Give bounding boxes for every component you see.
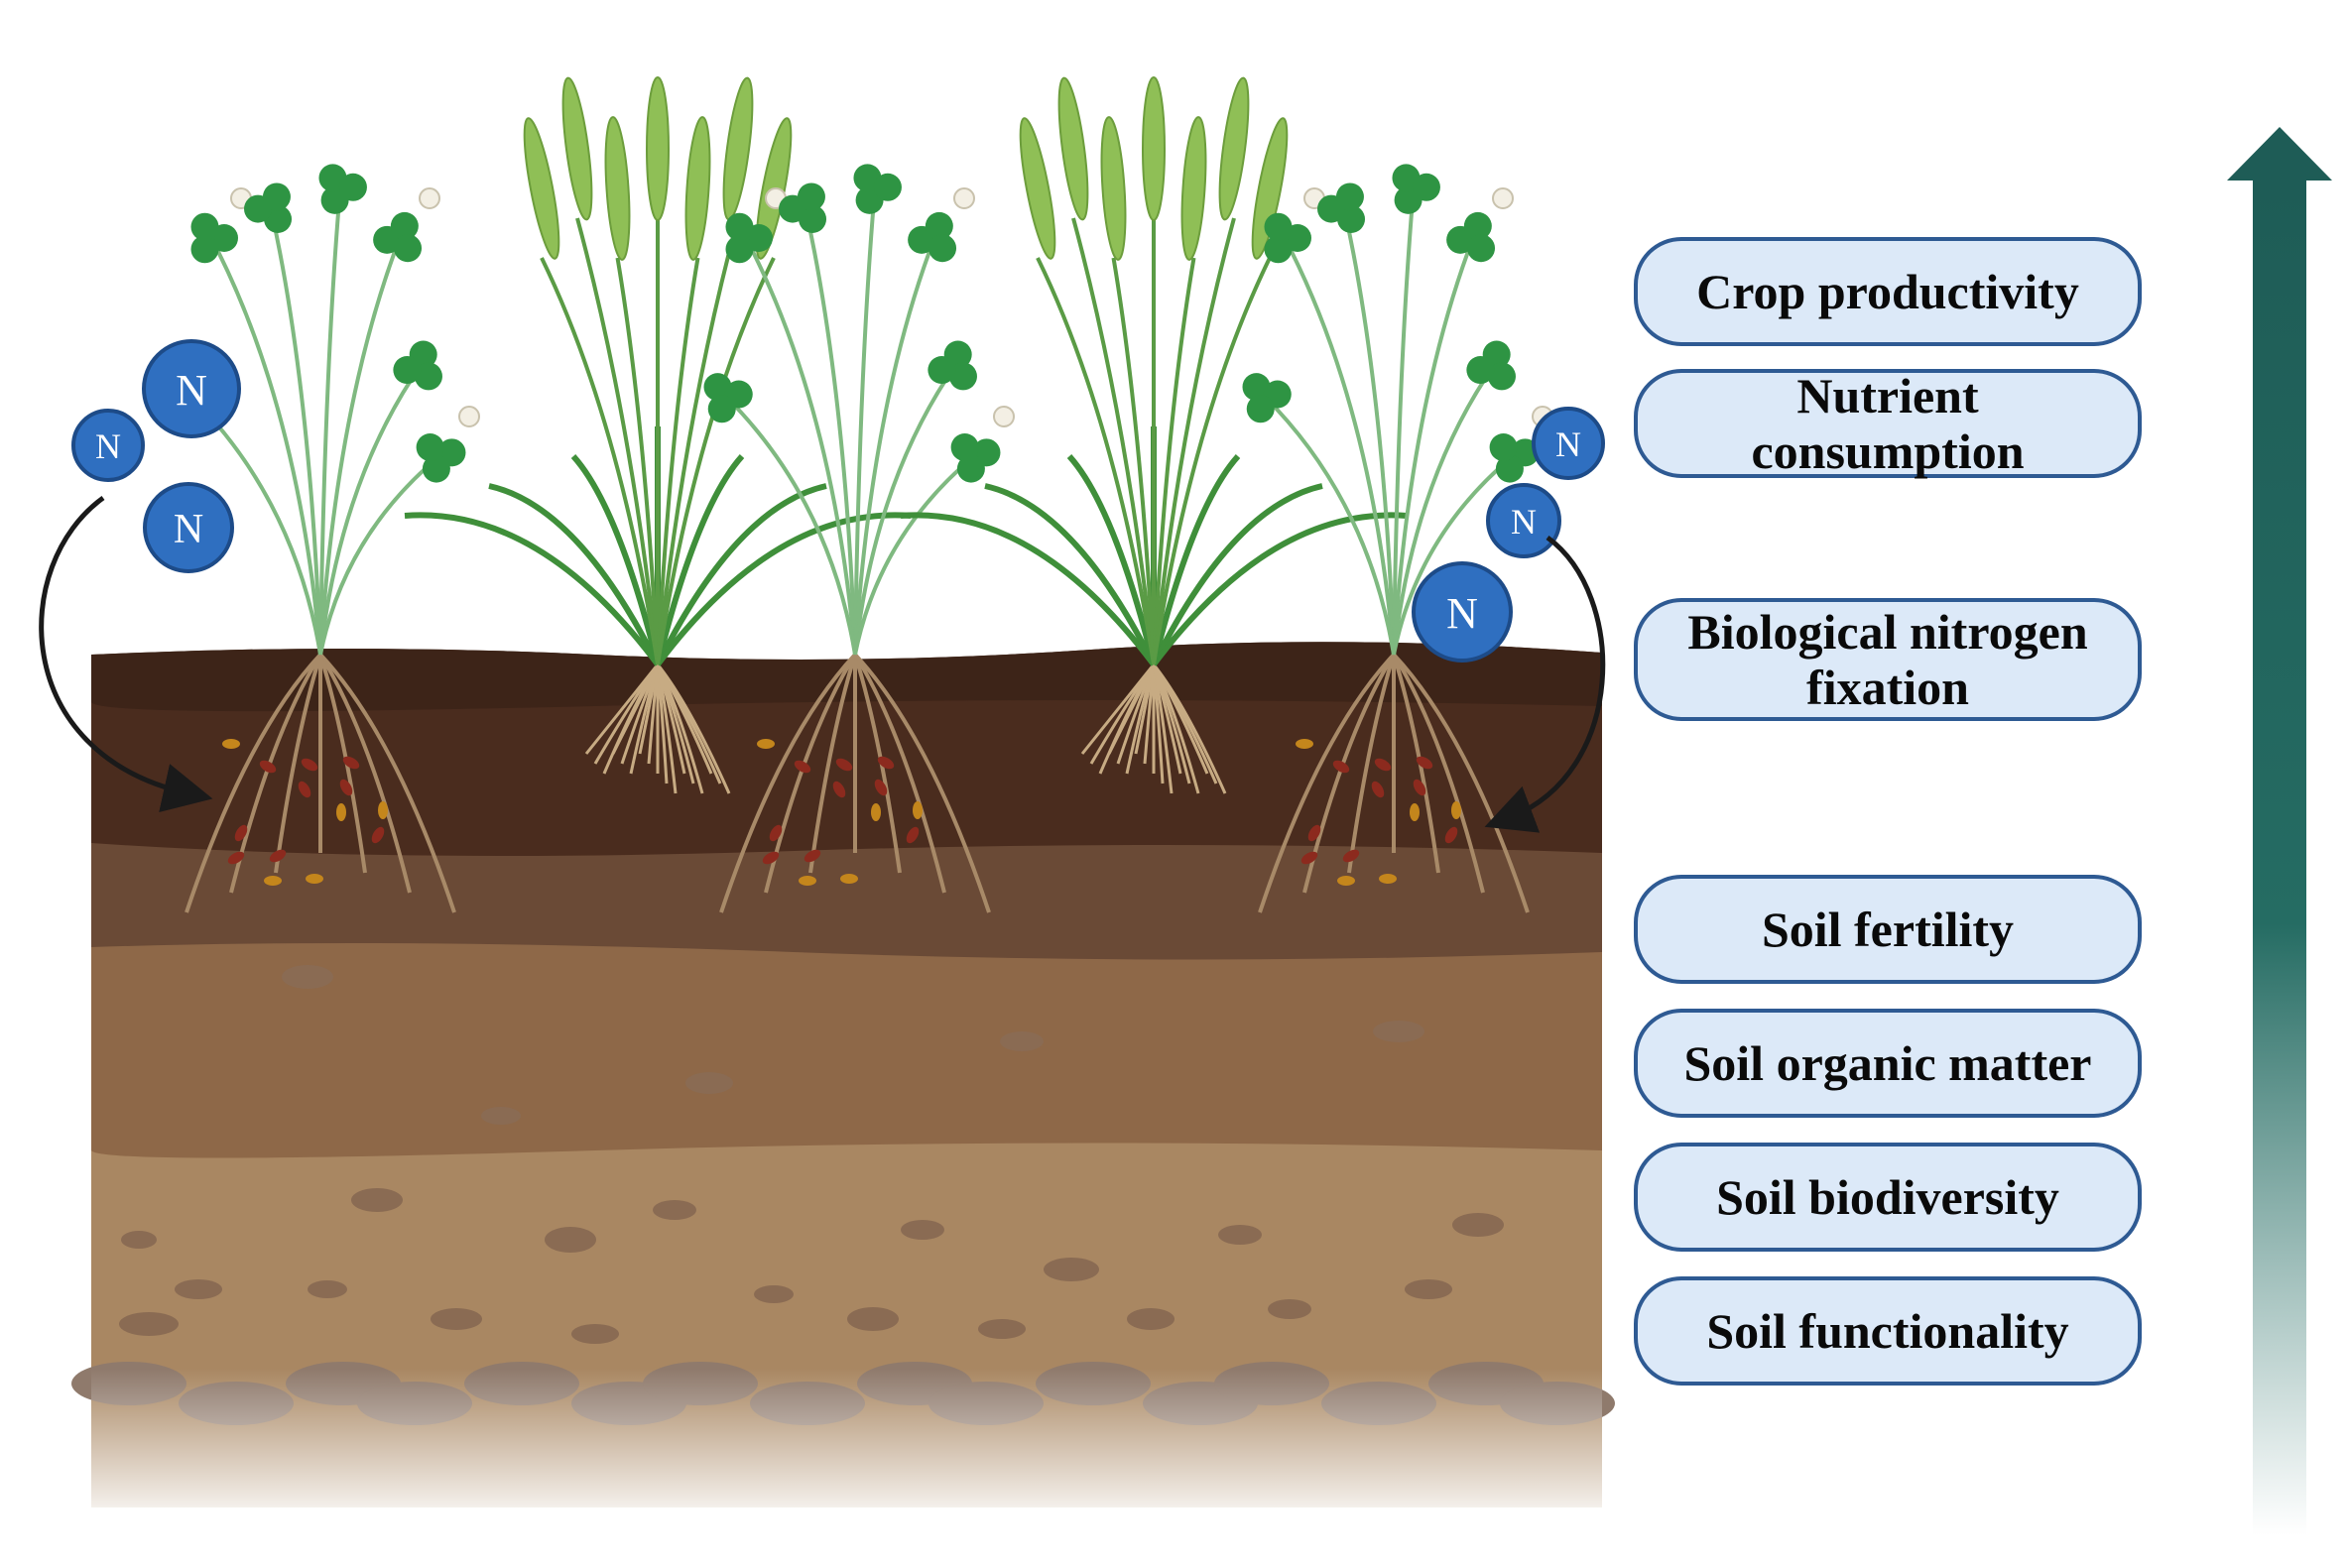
nitrogen-label: N xyxy=(95,426,121,466)
pebble xyxy=(351,1188,403,1212)
nitrogen-label: N xyxy=(1555,424,1581,464)
pebble xyxy=(978,1319,1026,1339)
pebble xyxy=(1373,1021,1424,1042)
pebble xyxy=(571,1324,619,1344)
plants xyxy=(169,76,1553,913)
nitrogen-label: N xyxy=(1511,502,1537,542)
nitrogen-uptake-arrow-left xyxy=(39,495,213,812)
pebble xyxy=(175,1279,222,1299)
pebble xyxy=(1268,1299,1311,1319)
pebble xyxy=(1127,1308,1175,1330)
benefit-crop-productivity: Crop productivity xyxy=(1634,237,2142,346)
benefit-nutrient-consumption: Nutrient consumption xyxy=(1634,368,2142,479)
benefit-soil-fertility: Soil fertility xyxy=(1634,875,2142,984)
benefit-soil-organic-matter: Soil organic matter xyxy=(1634,1009,2142,1118)
clover-plant xyxy=(1242,164,1553,913)
pebble xyxy=(282,965,333,989)
soil-profile xyxy=(71,642,1615,1527)
pebble xyxy=(653,1200,696,1220)
wheat-plant xyxy=(404,76,912,794)
pebble xyxy=(308,1280,347,1298)
pebble xyxy=(1405,1279,1452,1299)
pebble xyxy=(754,1285,794,1303)
pebble xyxy=(1000,1031,1044,1051)
nitrogen-label: N xyxy=(1446,589,1478,638)
pebble xyxy=(901,1220,944,1240)
nitrogen-label: N xyxy=(174,507,203,552)
clover-plant xyxy=(703,164,1015,913)
pebble xyxy=(121,1231,157,1249)
benefit-soil-functionality: Soil functionality xyxy=(1634,1276,2142,1386)
nitrogen-molecule: N xyxy=(1532,407,1605,480)
nitrogen-molecules: N N N N N N xyxy=(71,339,1605,663)
pebble xyxy=(481,1107,521,1125)
benefit-biological-nitrogen-fixation: Biological nitrogen fixation xyxy=(1634,598,2142,721)
pebble xyxy=(545,1227,596,1253)
wheat-plant xyxy=(900,76,1408,794)
pebble xyxy=(1044,1258,1099,1281)
nitrogen-molecule: N xyxy=(142,339,241,438)
benefit-soil-biodiversity: Soil biodiversity xyxy=(1634,1143,2142,1252)
nitrogen-molecule: N xyxy=(143,482,234,573)
pebble xyxy=(685,1072,733,1094)
pebble xyxy=(847,1307,899,1331)
nitrogen-label: N xyxy=(176,366,207,415)
pebble xyxy=(1218,1225,1262,1245)
pebble xyxy=(431,1308,482,1330)
pebble xyxy=(119,1312,179,1336)
nitrogen-molecule: N xyxy=(1486,483,1561,558)
nitrogen-uptake-arrow-right xyxy=(1484,535,1606,833)
nitrogen-molecule: N xyxy=(71,409,145,482)
increase-arrow xyxy=(2227,127,2332,1535)
nitrogen-molecule: N xyxy=(1412,561,1513,663)
pebble xyxy=(1452,1213,1504,1237)
